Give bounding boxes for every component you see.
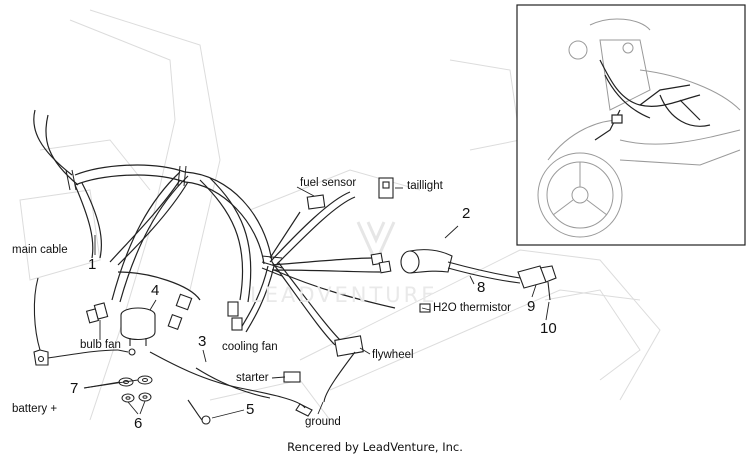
callout-2: 2: [462, 205, 471, 222]
callout-5: 5: [246, 401, 255, 418]
callout-9: 9: [527, 298, 536, 315]
callout-3: 3: [198, 333, 207, 350]
credit-line: Rencered by LeadVenture, Inc.: [287, 440, 463, 454]
main-cable-harness: [33, 109, 396, 346]
callout-8: 8: [477, 279, 486, 296]
label-h2o-thermistor: H2O thermistor: [433, 302, 511, 314]
relay-icon: [120, 307, 156, 346]
connectors: [85, 177, 431, 383]
label-ground: ground: [305, 416, 341, 428]
label-main-cable: main cable: [12, 244, 68, 256]
callout-10: 10: [540, 320, 557, 337]
callout-6: 6: [134, 415, 143, 432]
label-battery-plus: battery +: [12, 403, 58, 415]
inset-motorcycle-view: [516, 4, 746, 246]
callout-4: 4: [151, 282, 160, 299]
label-flywheel: flywheel: [372, 349, 414, 361]
callout-7: 7: [70, 380, 79, 397]
callout-1: 1: [88, 256, 97, 273]
starter-ground-cables: [117, 348, 356, 425]
battery-lead: [33, 277, 119, 366]
harness-sheath-bands: [65, 165, 283, 277]
label-taillight: taillight: [407, 180, 443, 192]
label-bulb-fan: bulb fan: [80, 339, 121, 351]
watermark-text: LEADVENTURE: [250, 283, 438, 307]
label-fuel-sensor: fuel sensor: [300, 177, 357, 189]
ignition-coil-icon: [400, 249, 557, 301]
label-starter: starter: [236, 372, 269, 384]
label-cooling-fan: cooling fan: [222, 341, 278, 353]
washers-nuts-icon: [118, 375, 153, 403]
